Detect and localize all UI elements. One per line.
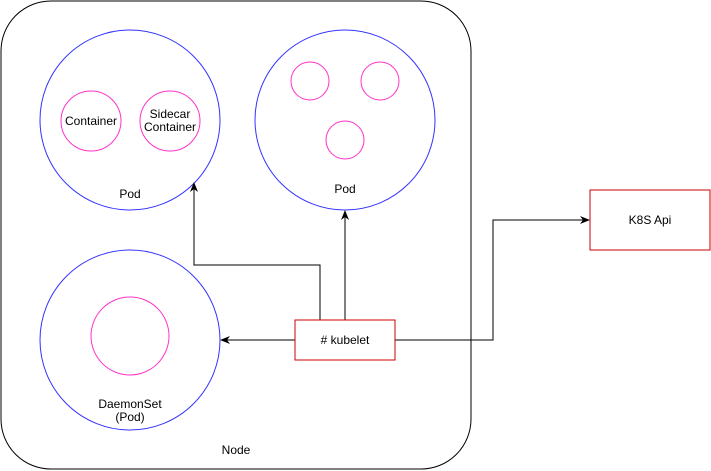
pod-2: Pod [254, 29, 436, 211]
sidecar-label-line1: Sidecar [150, 107, 191, 121]
kubelet-rect [294, 319, 396, 361]
pod-2-container-1 [290, 61, 330, 101]
daemonset-label-line1: DaemonSet [98, 397, 162, 411]
pod-1-label: Pod [119, 187, 140, 201]
pod-2-label: Pod [334, 182, 355, 196]
pod-2-container-3 [325, 120, 365, 160]
k8s-api-box: K8S Api [589, 189, 711, 251]
pod-2-container-2 [360, 61, 400, 101]
node-label: Node [222, 443, 251, 457]
arrow-kubelet-to-pod-1 [190, 182, 321, 320]
pod-1: Container Sidecar Container Pod [39, 29, 221, 211]
daemonset-label-line2: (Pod) [115, 410, 144, 424]
node-boundary [0, 0, 472, 470]
pod-1-circle [39, 29, 221, 211]
sidecar-label-line2: Container [144, 120, 196, 134]
kubelet-label: # kubelet [321, 333, 370, 347]
k8s-api-rect [589, 189, 711, 251]
container-circle [60, 90, 122, 152]
arrow-kubelet-to-k8s-api [395, 216, 590, 341]
daemonset-container-circle [90, 296, 170, 376]
container-label: Container [65, 114, 117, 128]
sidecar-container-circle [139, 90, 201, 152]
daemonset-pod: DaemonSet (Pod) [39, 249, 221, 431]
k8s-api-label: K8S Api [629, 213, 672, 227]
kubelet-box: # kubelet [294, 319, 396, 361]
